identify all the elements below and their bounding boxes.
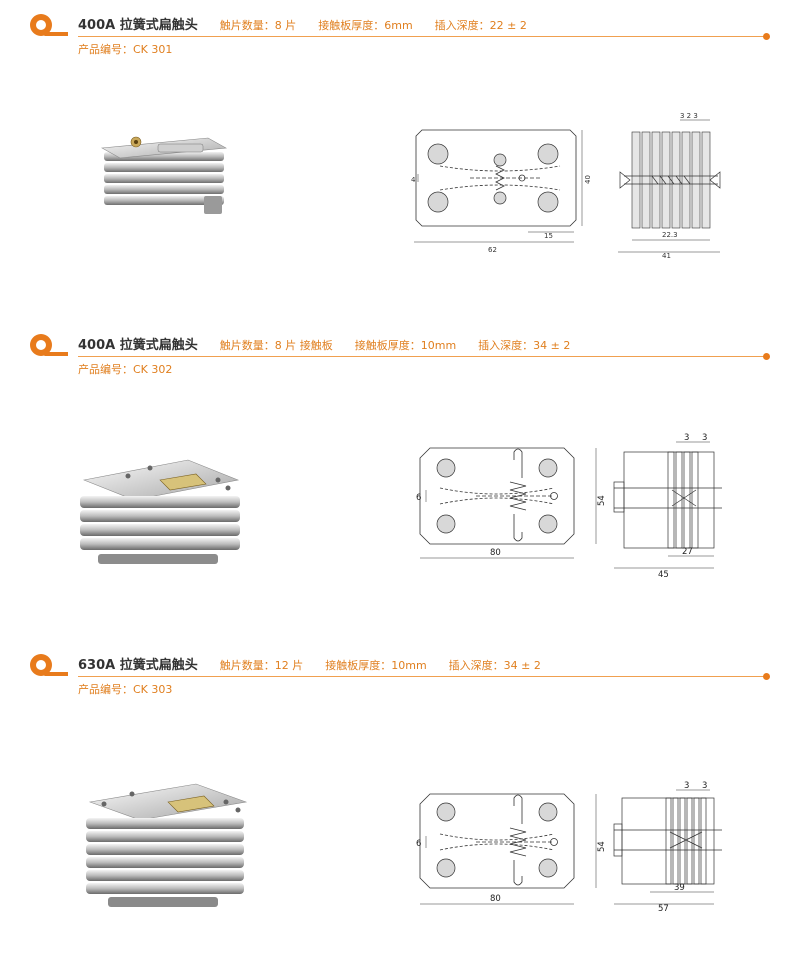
dim-top-offsets: 3 2 3 [680, 112, 698, 120]
spec-plate-thickness: 接触板厚度：6mm [318, 19, 413, 32]
header-rule [78, 36, 766, 37]
dim-height: 54 [597, 495, 607, 506]
section-header: 400A 拉簧式扁触头 触片数量：8 片 接触板 接触板厚度：10mm 插入深度… [0, 320, 800, 390]
dim-spring: 4 [411, 176, 416, 184]
product-section-ck303: 630A 拉簧式扁触头 触片数量：12 片 接触板厚度：10mm 插入深度：34… [0, 640, 800, 960]
dim-top-a: 3 [684, 781, 689, 791]
dim-width: 62 [488, 246, 497, 254]
brand-logo-icon [30, 654, 68, 676]
side-view-drawing: 3 2 3 22.3 41 [618, 112, 721, 260]
title-row: 630A 拉簧式扁触头 触片数量：12 片 接触板厚度：10mm 插入深度：34… [78, 654, 563, 674]
spec-plate-thickness: 接触板厚度：10mm [325, 659, 427, 672]
dim-width: 80 [490, 548, 501, 558]
spec-contact-count: 触片数量：12 片 [219, 659, 304, 672]
title-row: 400A 拉簧式扁触头 触片数量：8 片 接触板厚度：6mm 插入深度：22 ±… [78, 14, 549, 34]
dim-top-a: 3 [684, 433, 689, 443]
side-view-drawing: 3 3 39 57 [613, 781, 722, 912]
product-photo [86, 783, 248, 907]
spec-plate-thickness: 接触板厚度：10mm [354, 339, 457, 352]
front-view-drawing: 40 4 15 62 [411, 129, 592, 254]
section-header: 400A 拉簧式扁触头 触片数量：8 片 接触板厚度：6mm 插入深度：22 ±… [0, 0, 800, 70]
dim-height: 40 [584, 175, 592, 184]
spec-contact-count: 触片数量：8 片 接触板 [219, 339, 333, 352]
product-title: 630A 拉簧式扁触头 [78, 658, 198, 673]
header-rule-dot [763, 353, 770, 360]
dim-width: 80 [490, 894, 501, 904]
side-view-drawing: 3 3 27 45 [613, 433, 722, 580]
dim-total: 57 [658, 904, 669, 912]
product-photo [80, 459, 240, 564]
title-row: 400A 拉簧式扁触头 触片数量：8 片 接触板 接触板厚度：10mm 插入深度… [78, 334, 592, 354]
dim-spring: 6 [416, 493, 421, 503]
product-code: 产品编号：CK 303 [78, 683, 173, 696]
brand-logo-icon [30, 14, 68, 36]
product-title: 400A 拉簧式扁触头 [78, 338, 198, 353]
product-title: 400A 拉簧式扁触头 [78, 18, 198, 33]
dim-height: 54 [597, 841, 607, 852]
product-photo [101, 136, 227, 214]
dim-top-b: 3 [702, 781, 707, 791]
dim-total: 41 [662, 252, 671, 260]
product-code: 产品编号：CK 301 [78, 43, 173, 56]
spec-insertion-depth: 插入深度：34 ± 2 [478, 339, 571, 352]
dim-top-b: 3 [702, 433, 707, 443]
dim-depth: 15 [544, 232, 553, 240]
header-rule [78, 356, 766, 357]
dim-inner: 39 [674, 883, 685, 893]
header-rule-dot [763, 33, 770, 40]
front-view-drawing: 54 6 80 [416, 447, 607, 559]
spec-insertion-depth: 插入深度：34 ± 2 [448, 659, 541, 672]
product-section-ck301: 400A 拉簧式扁触头 触片数量：8 片 接触板厚度：6mm 插入深度：22 ±… [0, 0, 800, 320]
dim-spring: 6 [416, 839, 421, 849]
brand-logo-icon [30, 334, 68, 356]
dim-inner: 22.3 [662, 231, 678, 239]
product-code: 产品编号：CK 302 [78, 363, 173, 376]
header-rule [78, 676, 766, 677]
section-header: 630A 拉簧式扁触头 触片数量：12 片 接触板厚度：10mm 插入深度：34… [0, 640, 800, 710]
spec-insertion-depth: 插入深度：22 ± 2 [434, 19, 527, 32]
front-view-drawing: 54 6 80 [416, 793, 607, 905]
dim-total: 45 [658, 570, 669, 580]
dim-inner: 27 [682, 547, 693, 557]
product-section-ck302: 400A 拉簧式扁触头 触片数量：8 片 接触板 接触板厚度：10mm 插入深度… [0, 320, 800, 640]
spec-contact-count: 触片数量：8 片 [219, 19, 297, 32]
header-rule-dot [763, 673, 770, 680]
